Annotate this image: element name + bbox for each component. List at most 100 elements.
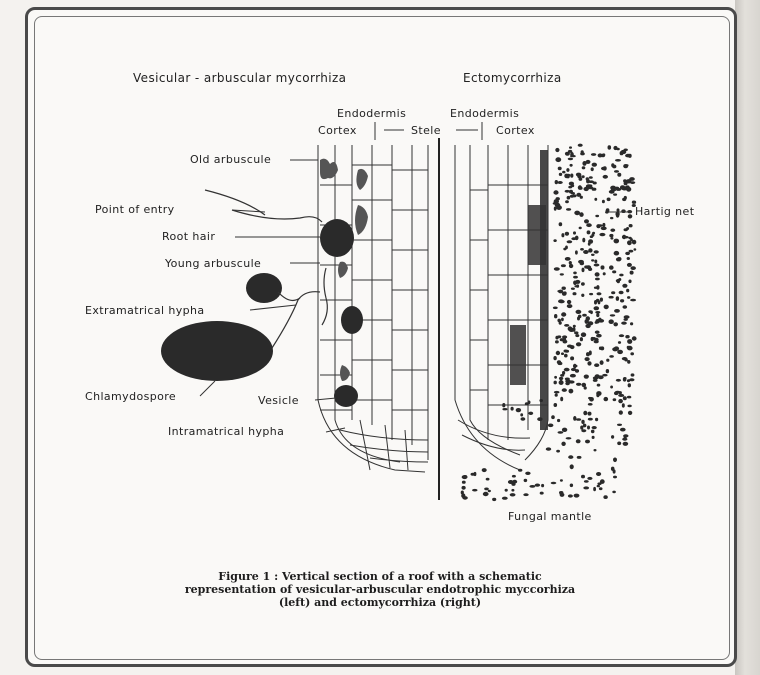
- mantle-dot: [613, 322, 618, 326]
- mantle-dot: [561, 233, 564, 237]
- mantle-dot: [528, 412, 533, 415]
- mantle-dot: [570, 164, 573, 167]
- mantle-dot: [595, 374, 600, 378]
- vam-root-section: [318, 145, 428, 472]
- mantle-dot: [583, 486, 589, 489]
- mantle-dot: [592, 163, 597, 167]
- mantle-dot: [616, 379, 621, 382]
- mantle-dot: [576, 383, 581, 386]
- mantle-dot: [560, 374, 564, 377]
- mantle-dot: [573, 292, 577, 295]
- caption-line-1: Figure 1 : Vertical section of a roof wi…: [80, 570, 680, 583]
- mantle-dot: [611, 291, 615, 294]
- mantle-dot: [614, 239, 620, 244]
- mantle-dot: [555, 336, 558, 340]
- mantle-dot: [551, 482, 557, 484]
- mantle-dot: [585, 357, 590, 361]
- mantle-dot: [594, 198, 597, 201]
- mantle-dot: [599, 487, 603, 490]
- mantle-dot: [558, 167, 562, 171]
- mantle-dot: [471, 473, 476, 476]
- mantle-dot: [581, 475, 585, 479]
- mantle-dot: [546, 447, 551, 450]
- mantle-dot: [594, 306, 600, 310]
- mantle-dot: [582, 166, 586, 169]
- mantle-dot: [614, 170, 619, 173]
- label-old-arbuscule: Old arbuscule: [190, 153, 271, 166]
- mantle-dot: [603, 495, 607, 499]
- label-hartig-net: Hartig net: [635, 205, 695, 218]
- mantle-dot: [596, 299, 599, 303]
- mantle-dot: [575, 334, 579, 337]
- mantle-dot: [595, 321, 598, 324]
- mantle-dot: [565, 246, 568, 250]
- mantle-dot: [556, 351, 560, 355]
- mantle-dot: [573, 231, 576, 234]
- mantle-dot: [609, 190, 615, 194]
- mantle-dot: [537, 417, 542, 421]
- figure-caption: Figure 1 : Vertical section of a roof wi…: [80, 570, 680, 609]
- mantle-dot: [581, 332, 586, 337]
- mantle-dot: [585, 319, 589, 324]
- mantle-dot: [524, 479, 528, 482]
- mantle-dot: [618, 399, 623, 403]
- mantle-dot: [614, 309, 620, 313]
- mantle-dot: [554, 391, 560, 394]
- mantle-dot: [539, 399, 543, 402]
- mantle-dot: [573, 272, 577, 275]
- mantle-dot: [628, 411, 632, 415]
- caption-line-2: representation of vesicular-arbuscular e…: [80, 583, 680, 596]
- mantle-dot: [553, 239, 556, 242]
- mantle-dot: [584, 219, 589, 223]
- mantle-dot: [589, 176, 593, 179]
- mantle-dot: [570, 195, 574, 198]
- mantle-dot: [591, 153, 596, 156]
- mantle-dot: [510, 407, 513, 411]
- mantle-dot: [554, 207, 557, 211]
- mantle-dot: [616, 148, 619, 151]
- mantle-dot: [619, 274, 623, 277]
- mantle-dot: [592, 436, 595, 439]
- mantle-dot: [587, 426, 590, 430]
- mantle-dot: [551, 415, 555, 419]
- mantle-dot: [618, 394, 623, 396]
- mantle-dot: [594, 449, 597, 451]
- mantle-dot: [582, 314, 587, 317]
- mantle-dot: [568, 455, 573, 459]
- mantle-dot: [562, 388, 567, 392]
- mantle-dot: [613, 398, 617, 401]
- mantle-dot: [624, 318, 628, 321]
- label-vesicle: Vesicle: [258, 394, 299, 407]
- label-intramatrical-hypha: Intramatrical hypha: [168, 425, 284, 438]
- mantle-dot: [617, 208, 620, 212]
- mantle-dot: [609, 355, 614, 358]
- mantle-dot: [608, 145, 612, 149]
- mantle-dot: [609, 265, 614, 269]
- mantle-dot: [574, 211, 580, 216]
- mantle-dot: [587, 477, 592, 480]
- mantle-dot: [561, 318, 564, 322]
- mantle-dot: [565, 200, 569, 203]
- label-fungal-mantle: Fungal mantle: [508, 510, 592, 523]
- mantle-dot: [612, 491, 616, 494]
- mantle-dot: [595, 278, 600, 281]
- mantle-dot: [462, 475, 468, 479]
- mantle-dot: [585, 440, 590, 444]
- mantle-dot: [502, 497, 508, 500]
- mantle-dot: [617, 442, 621, 446]
- mantle-dot: [561, 264, 566, 267]
- mantle-dot: [568, 158, 573, 161]
- mantle-dot: [579, 177, 583, 181]
- mantle-dot: [575, 236, 579, 241]
- mantle-dot: [553, 307, 558, 310]
- mantle-dot: [555, 148, 559, 152]
- mantle-dot: [604, 397, 609, 401]
- mantle-dot: [616, 296, 619, 301]
- mantle-dot: [486, 478, 490, 481]
- mantle-dot: [548, 424, 554, 428]
- mantle-dot: [510, 493, 516, 496]
- mantle-dot: [462, 496, 467, 500]
- mantle-dot: [589, 293, 593, 295]
- mantle-dot: [567, 300, 571, 304]
- caption-line-3: (left) and ectomycorrhiza (right): [80, 596, 680, 609]
